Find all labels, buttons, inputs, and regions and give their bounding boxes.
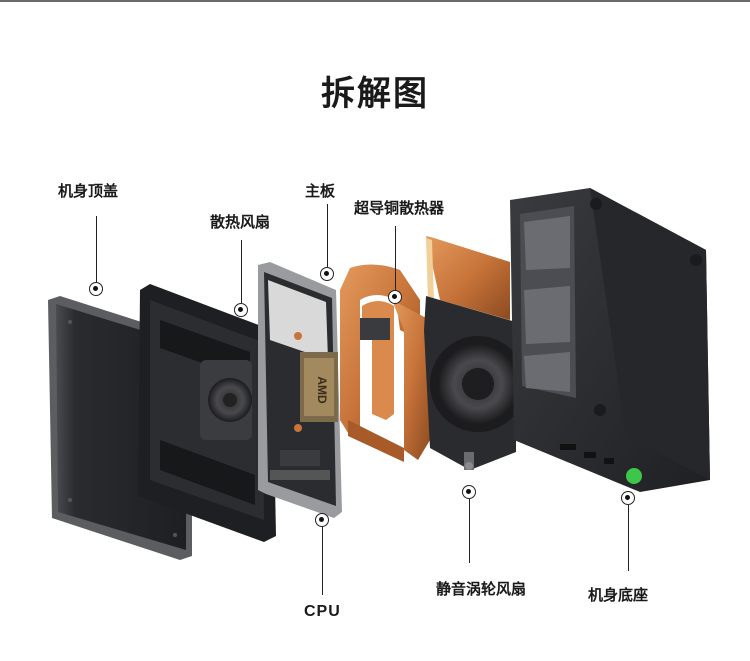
- callout-line-copper-heatsink: [395, 226, 396, 290]
- base-unit-part: [510, 188, 710, 492]
- label-cpu: CPU: [304, 603, 341, 620]
- turbo-fan-part: [424, 236, 526, 470]
- callout-line-base: [628, 505, 629, 571]
- callout-line-turbo-fan: [469, 499, 470, 563]
- callout-line-cpu: [322, 527, 323, 595]
- top-divider: [0, 0, 750, 2]
- label-cooling-fan: 散热风扇: [210, 213, 271, 231]
- label-copper-heatsink: 超导铜散热器: [354, 199, 445, 217]
- page-title: 拆解图: [321, 74, 429, 114]
- label-base: 机身底座: [588, 586, 649, 604]
- callout-dot-copper-heatsink: [388, 290, 402, 304]
- chassis-frame-part: [138, 284, 276, 542]
- motherboard-part: AMD: [258, 262, 342, 518]
- cpu-chip-label: AMD: [315, 376, 329, 404]
- callout-dot-base: [621, 491, 635, 505]
- callout-line-cooling-fan: [241, 240, 242, 303]
- callout-dot-motherboard: [320, 267, 334, 281]
- callout-dot-turbo-fan: [462, 485, 476, 499]
- callout-dot-cooling-fan: [234, 303, 248, 317]
- label-turbo-fan: 静音涡轮风扇: [436, 580, 527, 598]
- label-motherboard: 主板: [305, 182, 336, 200]
- label-top-cover: 机身顶盖: [58, 182, 119, 200]
- callout-dot-cpu: [315, 513, 329, 527]
- copper-heatsink-part: [340, 264, 430, 462]
- power-led-indicator: [626, 468, 642, 484]
- callout-dot-top-cover: [89, 282, 103, 296]
- callout-line-motherboard: [327, 204, 328, 267]
- callout-line-top-cover: [96, 216, 97, 282]
